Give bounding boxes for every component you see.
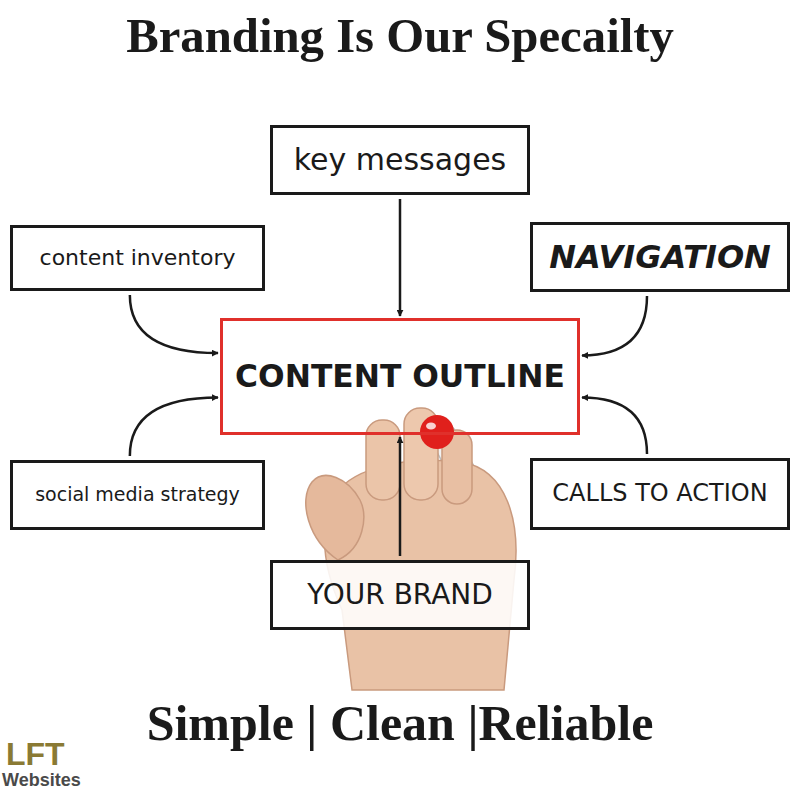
inventory-box: content inventory	[10, 225, 265, 291]
logo-text: LFT	[6, 736, 65, 773]
arrow-connector	[399, 199, 402, 316]
node-label: CONTENT OUTLINE	[235, 358, 565, 394]
node-label: CALLS TO ACTION	[552, 480, 767, 508]
navigation-box: NAVIGATION	[530, 222, 790, 292]
node-label: social media strategy	[35, 484, 240, 506]
message-box: key messages	[270, 125, 530, 195]
marker-highlight	[426, 423, 436, 430]
diagram-title: Branding Is Our Specailty	[0, 8, 800, 64]
logo-text: Websites	[2, 770, 81, 791]
arrow-connector	[130, 398, 218, 456]
arrow-connector	[399, 437, 402, 556]
arrow-connector	[582, 296, 647, 355]
hand-thumb	[306, 476, 364, 560]
diagram-caption: Simple | Clean |Reliable	[0, 694, 800, 752]
arrow-connector	[582, 398, 647, 454]
node-label: key messages	[294, 143, 507, 178]
node-label: NAVIGATION	[549, 239, 771, 276]
brand-box: YOUR BRAND	[270, 560, 530, 630]
action-box: CALLS TO ACTION	[530, 458, 790, 530]
node-label: content inventory	[40, 245, 236, 270]
node-label: YOUR BRAND	[307, 579, 493, 611]
outline-box: CONTENT OUTLINE	[220, 318, 580, 435]
marker-cap	[420, 415, 454, 449]
hand-finger	[366, 420, 400, 500]
arrow-connector	[130, 295, 218, 353]
strategy-box: social media strategy	[10, 460, 265, 530]
